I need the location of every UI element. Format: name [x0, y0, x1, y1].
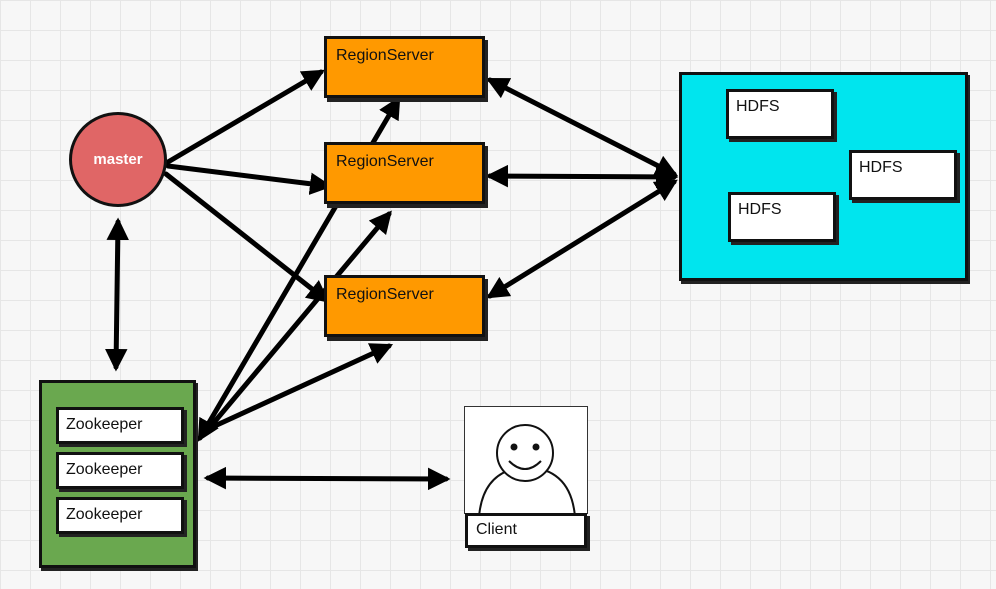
master-node: master — [69, 112, 167, 207]
client-avatar — [464, 406, 588, 514]
arrow-master-rs1 — [165, 69, 325, 165]
zookeeper-node-3: Zookeeper — [56, 497, 184, 534]
region-server-label: RegionServer — [336, 47, 434, 64]
region-server-label: RegionServer — [336, 286, 434, 303]
zookeeper-node-2: Zookeeper — [56, 452, 184, 489]
client-label: Client — [476, 521, 517, 538]
arrow-master-zookeeper — [104, 217, 130, 372]
hdfs-label: HDFS — [859, 159, 903, 176]
arrow-zookeeper-rs2 — [203, 210, 392, 435]
zookeeper-node-1: Zookeeper — [56, 407, 184, 444]
region-server-2: RegionServer — [324, 142, 485, 204]
arrow-master-rs3 — [163, 171, 330, 303]
arrow-rs2-hdfs — [485, 164, 679, 189]
arrow-rs3-hdfs — [486, 179, 678, 299]
arrow-zookeeper-client — [203, 466, 451, 491]
hdfs-node-2: HDFS — [849, 150, 957, 200]
arrow-zookeeper-rs3 — [203, 343, 394, 433]
zookeeper-label: Zookeeper — [66, 461, 143, 478]
hdfs-label: HDFS — [738, 201, 782, 218]
person-smiley-icon — [478, 424, 576, 513]
hdfs-node-1: HDFS — [726, 89, 834, 139]
hdfs-label: HDFS — [736, 98, 780, 115]
client-node: Client — [465, 513, 587, 548]
arrow-rs1-hdfs — [485, 77, 679, 177]
region-server-3: RegionServer — [324, 275, 485, 337]
hdfs-node-3: HDFS — [728, 192, 836, 242]
arrow-master-rs2 — [165, 163, 333, 195]
region-server-1: RegionServer — [324, 36, 485, 98]
zookeeper-label: Zookeeper — [66, 416, 143, 433]
master-label: master — [93, 151, 143, 168]
zookeeper-label: Zookeeper — [66, 506, 143, 523]
region-server-label: RegionServer — [336, 153, 434, 170]
